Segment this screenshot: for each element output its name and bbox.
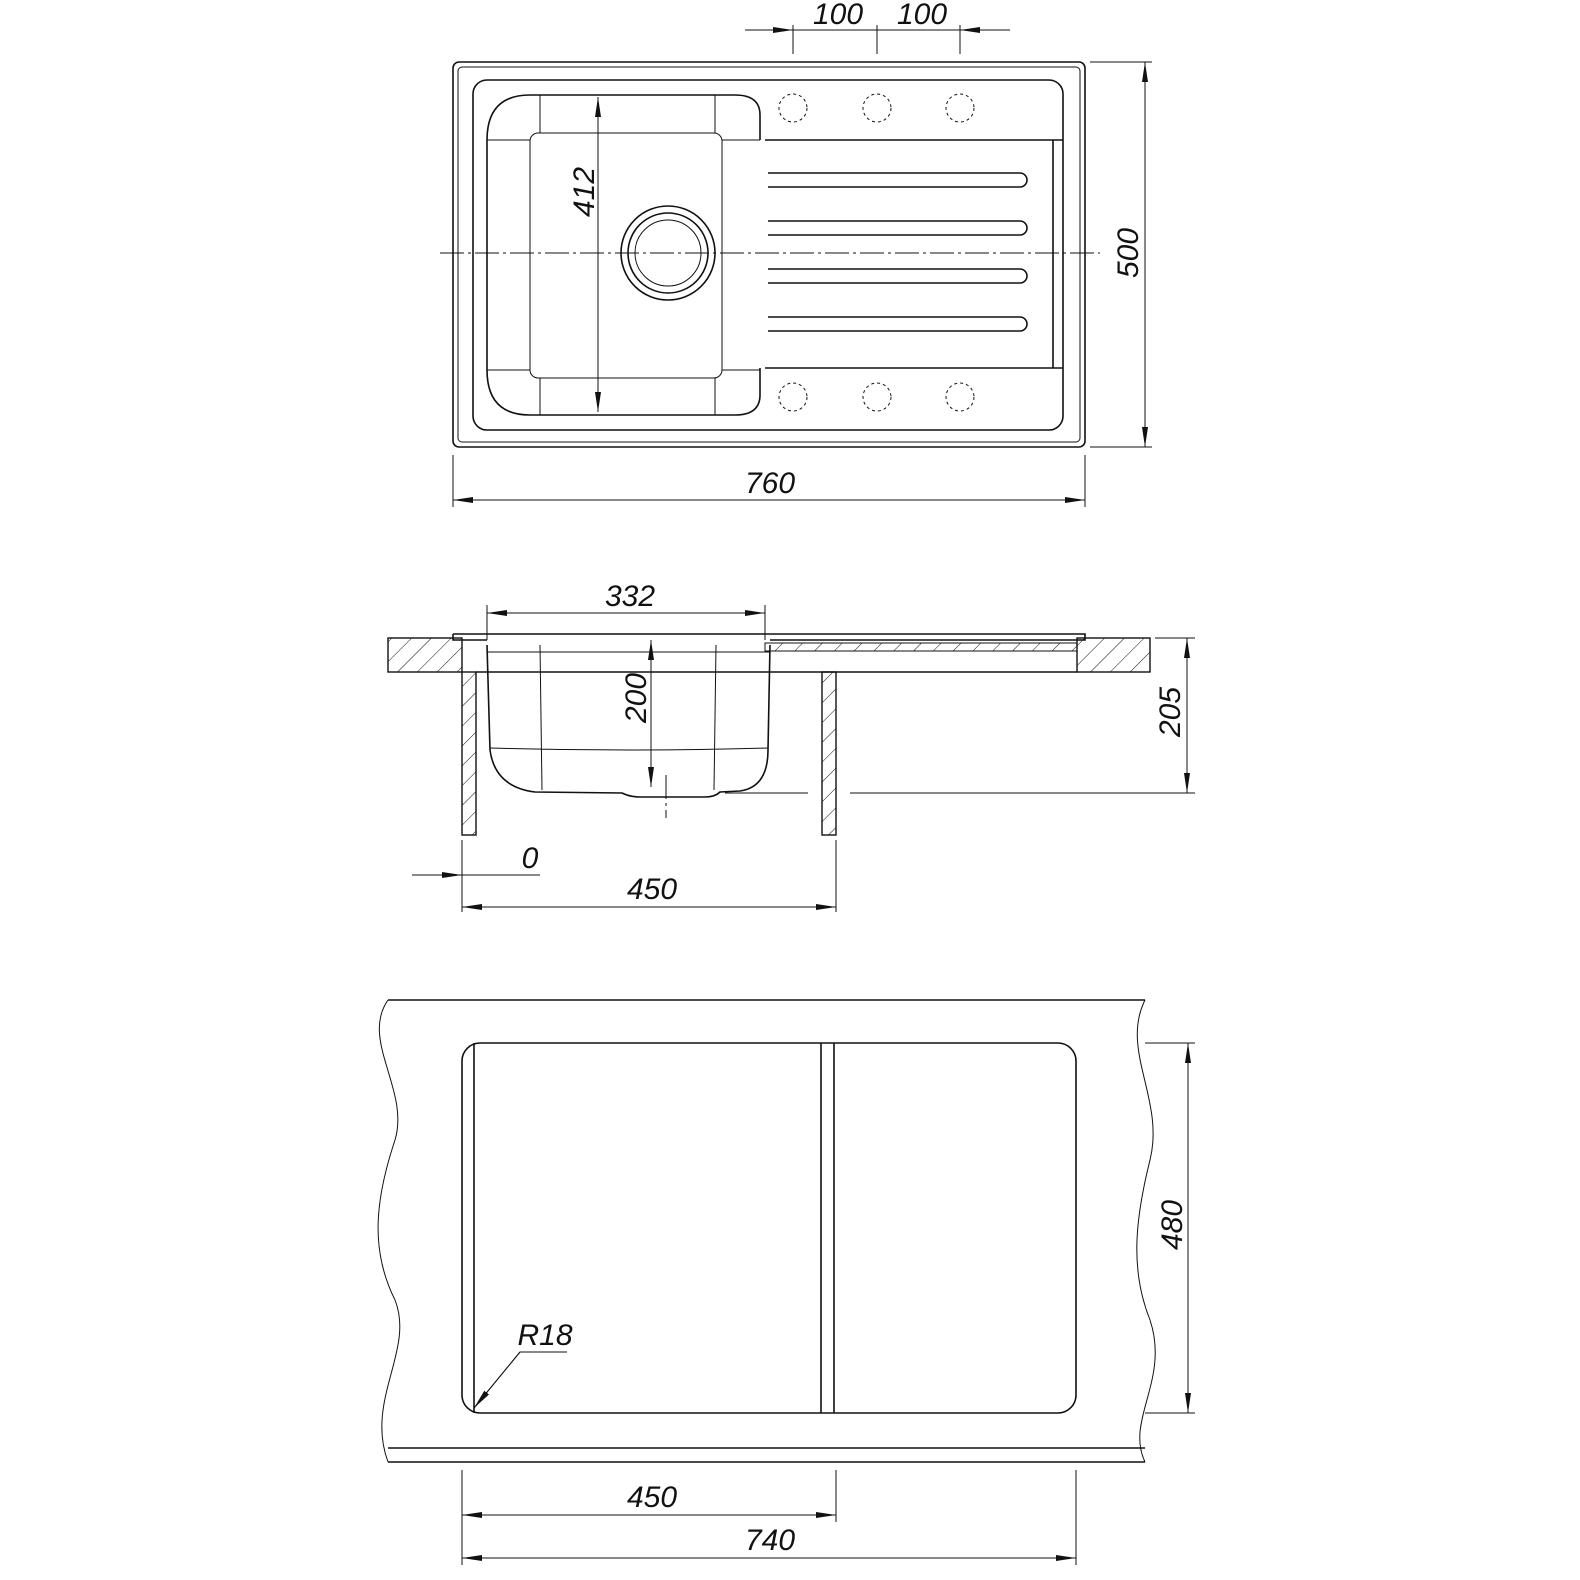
top-view: 100 100 412 500 760 xyxy=(440,0,1152,507)
drainer-grooves xyxy=(768,172,1028,332)
dim-100-left: 100 xyxy=(813,0,863,31)
dim-450-section: 450 xyxy=(627,873,677,906)
dim-480: 480 xyxy=(1156,1200,1189,1250)
dim-0: 0 xyxy=(522,842,539,875)
tap-holes xyxy=(778,93,975,412)
dimension-hole-spacing: 100 100 xyxy=(745,0,1010,54)
dim-760: 760 xyxy=(745,467,795,500)
dim-500: 500 xyxy=(1112,228,1145,278)
dim-740: 740 xyxy=(745,1524,795,1557)
dim-200: 200 xyxy=(620,673,653,724)
dim-450-cutout: 450 xyxy=(627,1481,677,1514)
dim-r18: R18 xyxy=(517,1319,572,1352)
dim-332: 332 xyxy=(605,580,655,613)
dim-205: 205 xyxy=(1154,687,1187,738)
dim-412: 412 xyxy=(568,167,601,217)
dim-100-right: 100 xyxy=(897,0,947,31)
cutout-view: R18 480 450 740 xyxy=(377,999,1195,1565)
section-view: 332 200 205 0 450 xyxy=(387,580,1195,912)
